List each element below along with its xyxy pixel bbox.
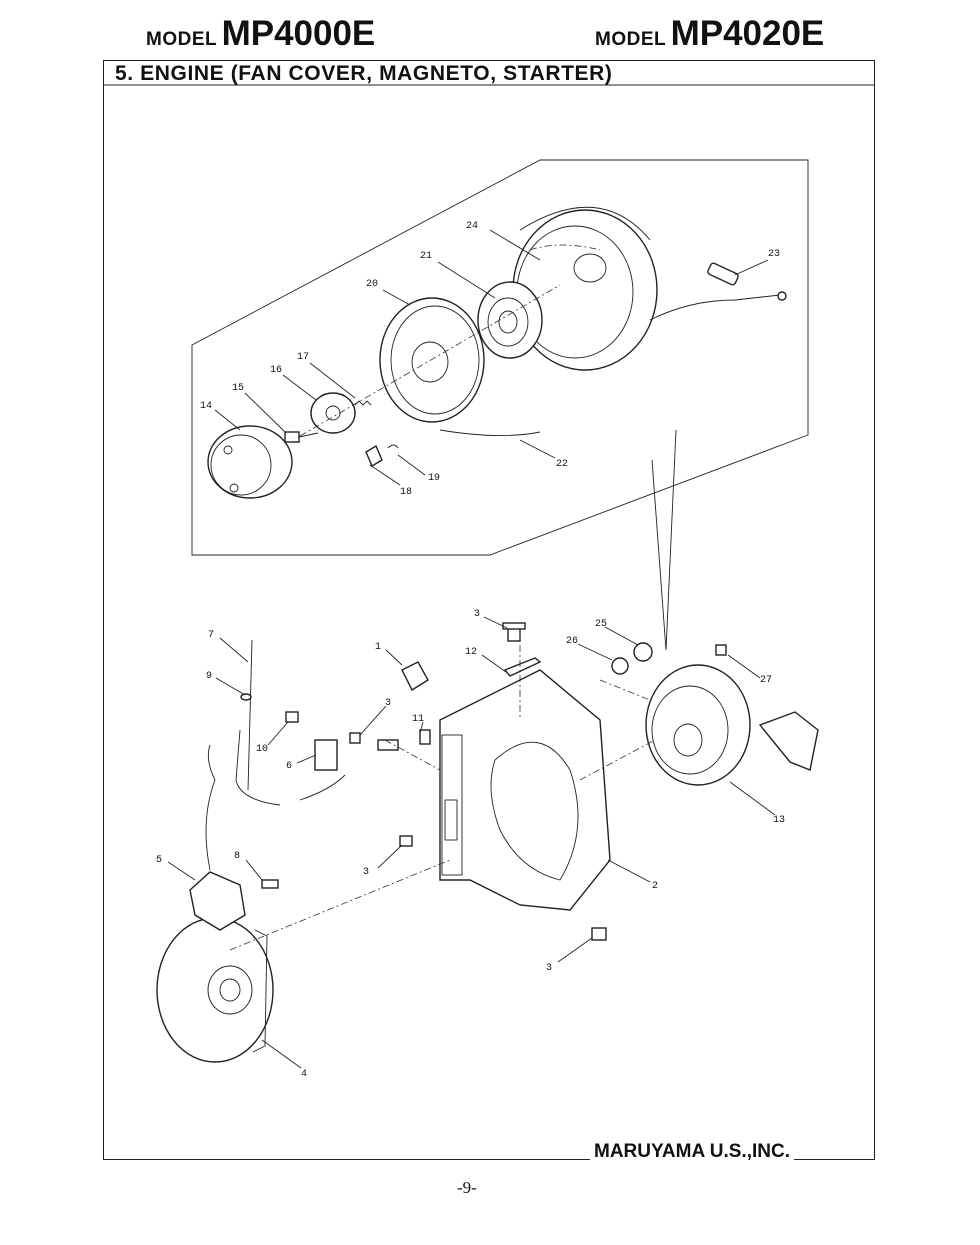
pawl-18 <box>365 444 399 468</box>
assembly-axis-lines <box>229 630 656 951</box>
callout-16: 16 <box>270 365 282 376</box>
starter-case-24 <box>512 206 658 371</box>
callout-3-bottom: 3 <box>546 963 552 974</box>
callout-25: 25 <box>595 619 607 630</box>
fastener-parts <box>261 622 727 941</box>
callout-5: 5 <box>156 855 162 866</box>
fan-cover-2 <box>439 669 611 911</box>
callout-15: 15 <box>232 383 244 394</box>
callout-3-top: 3 <box>474 609 480 620</box>
model-name-right: MP4020E <box>670 14 825 53</box>
callout-27: 27 <box>760 675 772 686</box>
callout-26: 26 <box>566 636 578 647</box>
model-prefix-right: MODEL <box>595 29 667 50</box>
callout-14: 14 <box>200 401 212 412</box>
flywheel-4 <box>156 917 274 1063</box>
switch-1 <box>401 661 429 692</box>
section-title: 5. ENGINE (FAN COVER, MAGNETO, STARTER) <box>115 62 613 85</box>
callout-3-mid: 3 <box>385 698 391 709</box>
model-prefix-left: MODEL <box>146 29 218 50</box>
header-model-right: MODEL MP4020E <box>595 14 824 54</box>
header-model-left: MODEL MP4000E <box>146 14 375 54</box>
callout-2: 2 <box>652 881 658 892</box>
callout-23: 23 <box>768 249 780 260</box>
callout-22: 22 <box>556 459 568 470</box>
callout-6: 6 <box>286 761 292 772</box>
page-frame <box>103 60 875 1160</box>
starter-handle-23 <box>649 262 787 321</box>
pulley-14 <box>207 425 293 499</box>
recoil-spring-21 <box>477 281 543 359</box>
company-name: MARUYAMA U.S.,INC. <box>590 1141 794 1163</box>
callout-3-low: 3 <box>363 867 369 878</box>
callout-18: 18 <box>400 487 412 498</box>
callout-9: 9 <box>206 671 212 682</box>
recoil-starter-13 <box>645 664 819 786</box>
model-name-left: MP4000E <box>221 14 376 53</box>
reel-20 <box>379 297 541 437</box>
callout-13: 13 <box>773 815 785 826</box>
callout-7: 7 <box>208 630 214 641</box>
detail-inset-box <box>191 159 809 556</box>
callout-8: 8 <box>234 851 240 862</box>
callout-24: 24 <box>466 221 478 232</box>
callout-labels: 24 21 20 23 17 16 15 14 19 18 22 3 25 7 … <box>156 221 785 1080</box>
wire-7-9 <box>235 639 281 806</box>
detail-pointer <box>651 429 677 651</box>
callout-12: 12 <box>465 647 477 658</box>
callout-11: 11 <box>412 714 424 725</box>
callout-4: 4 <box>301 1069 307 1080</box>
bracket-6 <box>299 739 346 801</box>
callout-17: 17 <box>297 352 309 363</box>
ignition-coil-5 <box>189 744 246 931</box>
detail-axis-line <box>299 284 561 437</box>
callout-20: 20 <box>366 279 378 290</box>
callout-21: 21 <box>420 251 432 262</box>
leader-lines <box>167 229 776 1069</box>
callout-1: 1 <box>375 642 381 653</box>
ratchet-16 <box>310 392 356 434</box>
page-number: -9- <box>457 1178 477 1197</box>
callout-10: 10 <box>256 744 268 755</box>
bolt-15 <box>284 431 319 443</box>
callout-19: 19 <box>428 473 440 484</box>
